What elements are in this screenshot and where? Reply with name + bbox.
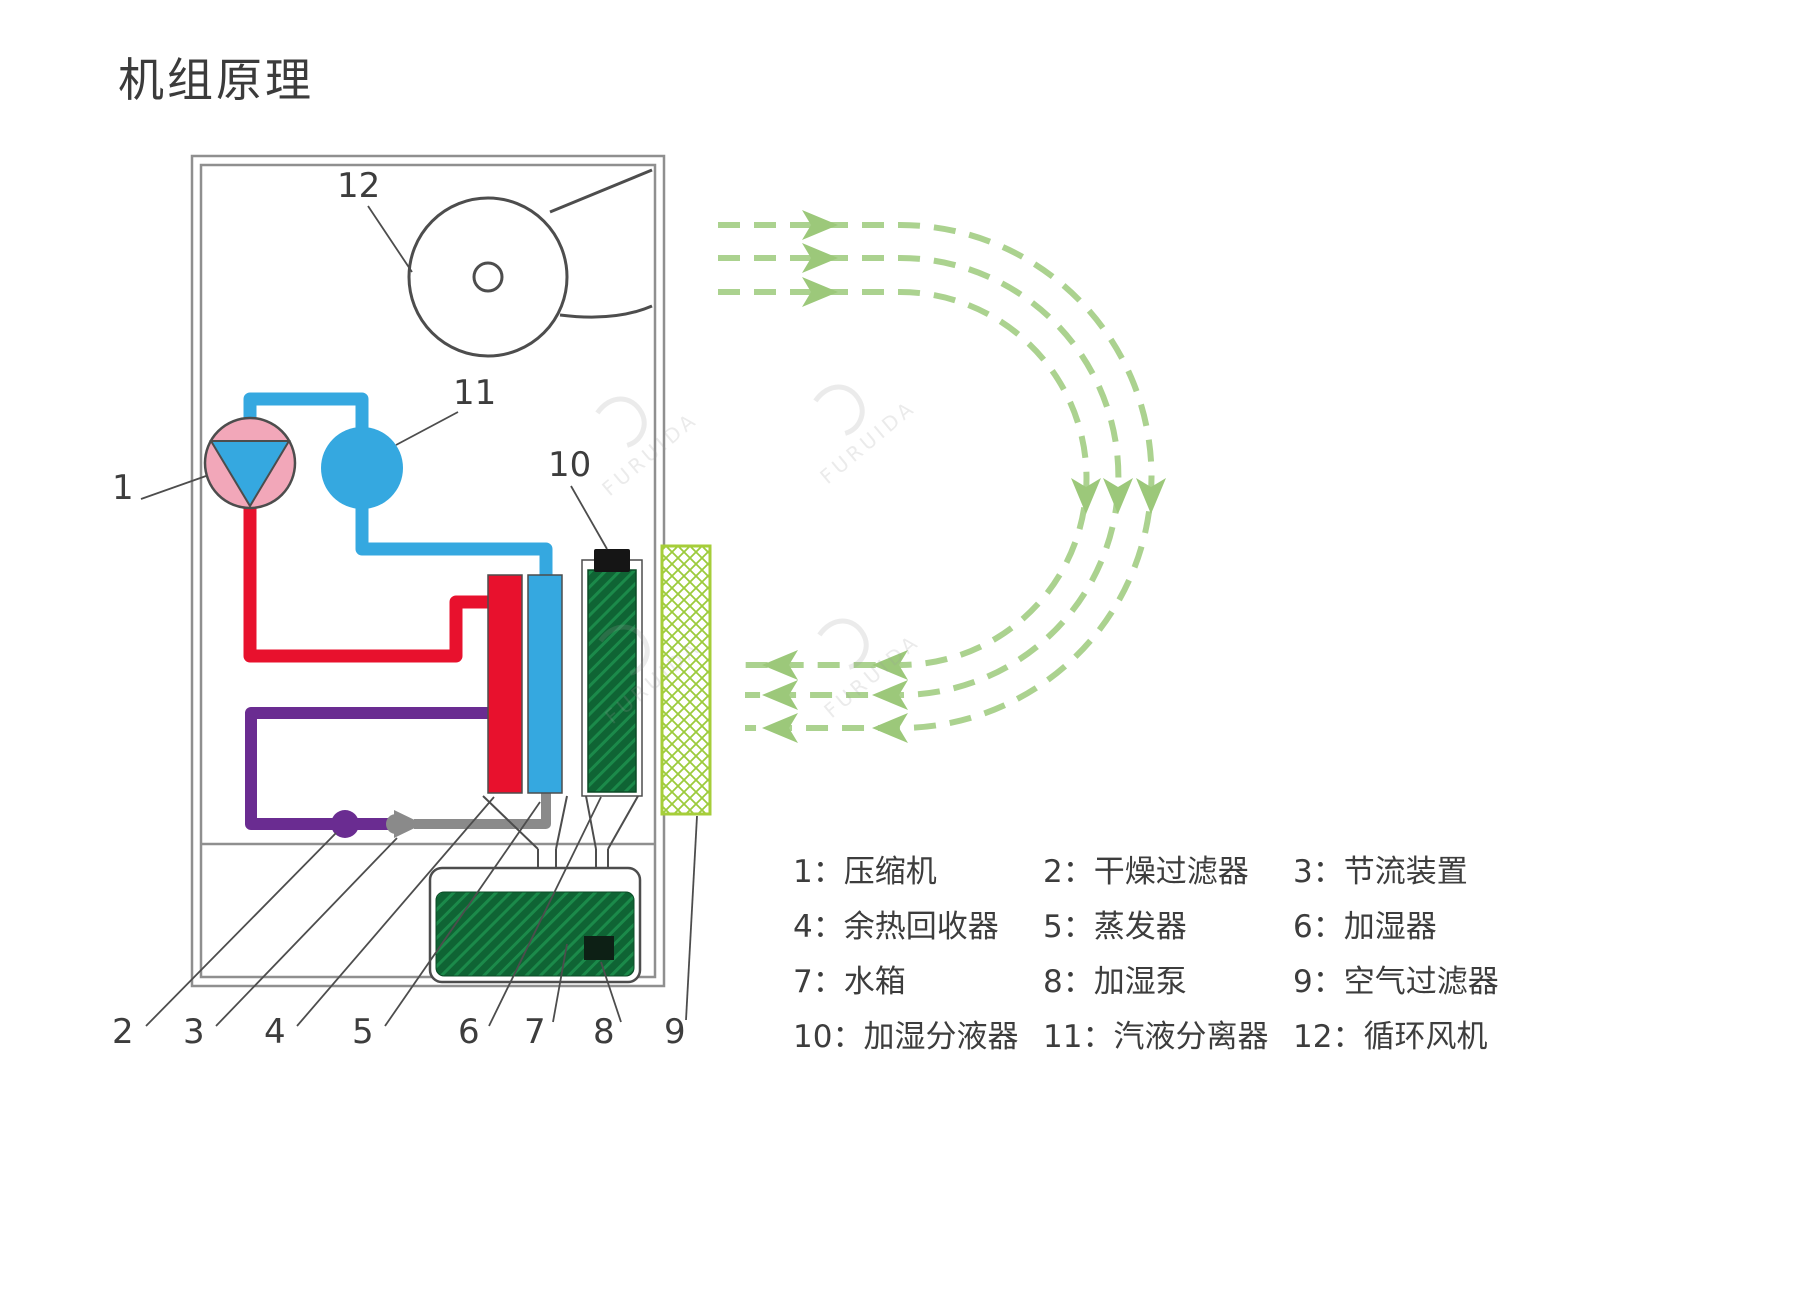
humidifier-pad <box>587 569 637 793</box>
legend-item-11: 11：汽液分离器 <box>1043 1019 1269 1055</box>
airflow-arrow-left-4 <box>872 650 908 680</box>
airflow-arrow-right-2 <box>802 243 838 273</box>
legend-item-8: 8：加湿泵 <box>1043 964 1187 1000</box>
callout-8: 8 <box>593 1012 615 1052</box>
legend: 1：压缩机 2：干燥过滤器 3：节流装置 4：余热回收器 5：蒸发器 6：加湿器… <box>793 856 1543 1053</box>
heat-recovery-coil <box>487 574 523 794</box>
airflow-arrow-left-3 <box>762 713 798 743</box>
leader-line-1 <box>140 475 207 500</box>
airflow-arc-outer <box>718 222 1155 731</box>
fan-outlet-bottom <box>559 304 653 319</box>
humidifier-distributor <box>594 549 630 572</box>
leader-line-8 <box>600 961 622 1023</box>
legend-item-3: 3：节流装置 <box>1293 854 1468 890</box>
leader-line-3 <box>215 837 398 1027</box>
legend-item-2: 2：干燥过滤器 <box>1043 854 1249 890</box>
leader-line-7 <box>552 943 568 1023</box>
callout-4: 4 <box>264 1012 286 1052</box>
airflow-arrow-left-2 <box>762 680 798 710</box>
leader-line-12 <box>367 205 413 273</box>
airflow-arrow-down-3 <box>1071 478 1101 514</box>
compressor-symbol <box>209 440 291 508</box>
callout-7: 7 <box>524 1012 546 1052</box>
watermark-logo-icon <box>817 618 869 670</box>
air-filter <box>660 544 712 816</box>
gas-liquid-separator <box>321 427 403 509</box>
airflow-arrows <box>762 210 1166 743</box>
watermark-2: FURUIDA <box>813 384 921 489</box>
leader-line-9 <box>685 815 698 1021</box>
circulation-fan <box>407 168 653 358</box>
cabinet-inner-wall <box>199 163 657 979</box>
airflow-arrow-left-6 <box>872 713 908 743</box>
leader-line-11 <box>395 411 459 446</box>
legend-item-9: 9：空气过滤器 <box>1293 964 1499 1000</box>
suction-pipe-lower <box>355 485 553 580</box>
legend-item-10: 10：加湿分液器 <box>793 1019 1019 1055</box>
liquid-pipe <box>245 707 495 830</box>
airflow-arc-middle <box>718 255 1122 698</box>
fan-outlet-top <box>549 168 653 214</box>
water-tank <box>428 866 642 984</box>
watermark-logo-icon <box>598 624 650 676</box>
leader-line-2 <box>145 832 337 1027</box>
airflow-arrow-right-1 <box>802 210 838 240</box>
callout-1: 1 <box>112 468 134 508</box>
humidifier-pump <box>584 936 614 960</box>
callout-11: 11 <box>453 373 497 413</box>
page-title: 机组原理 <box>118 53 314 107</box>
leader-line-4 <box>296 796 495 1027</box>
capillary-pipe <box>414 793 551 829</box>
drain-funnels <box>482 795 639 868</box>
dry-filter <box>331 810 359 838</box>
evaporator-coil <box>527 574 563 794</box>
airflow-arrow-down-1 <box>1136 478 1166 514</box>
legend-item-4: 4：余热回收器 <box>793 909 999 945</box>
callout-9: 9 <box>664 1012 686 1052</box>
tank-water <box>435 891 635 977</box>
drain-funnel-coils <box>482 795 568 868</box>
discharge-pipe <box>243 480 495 663</box>
callout-6: 6 <box>458 1012 480 1052</box>
airflow-arrow-left-1 <box>762 650 798 680</box>
watermark-logo-icon <box>595 396 647 448</box>
leader-line-6 <box>488 796 602 1027</box>
compressor <box>203 416 297 510</box>
airflow-arrow-right-3 <box>802 277 838 307</box>
callout-12: 12 <box>337 166 381 206</box>
legend-item-7: 7：水箱 <box>793 964 906 1000</box>
legend-item-1: 1：压缩机 <box>793 854 937 890</box>
callout-3: 3 <box>183 1012 205 1052</box>
callout-10: 10 <box>548 445 592 485</box>
callout-2: 2 <box>112 1012 134 1052</box>
leader-lines <box>140 205 698 1027</box>
callout-5: 5 <box>352 1012 374 1052</box>
watermark-text: FURUIDA <box>819 629 924 723</box>
watermark-logo-icon <box>813 384 865 436</box>
watermark-text: FURUIDA <box>597 407 702 501</box>
throttle-device <box>386 810 423 838</box>
airflow-arc-inner <box>718 289 1090 668</box>
legend-item-12: 12：循环风机 <box>1293 1019 1488 1055</box>
legend-item-5: 5：蒸发器 <box>1043 909 1187 945</box>
airflow-arrow-down-2 <box>1103 478 1133 514</box>
watermark-4: FURUIDA <box>817 618 925 723</box>
fan-hub <box>472 261 504 293</box>
watermark-text: FURUIDA <box>815 395 920 489</box>
throttle-cone <box>394 810 423 838</box>
leader-line-10 <box>570 485 608 550</box>
legend-item-6: 6：加湿器 <box>1293 909 1437 945</box>
leader-line-5 <box>384 801 541 1027</box>
drain-funnel-humidifier <box>585 795 639 868</box>
airflow-arrow-left-5 <box>872 680 908 710</box>
airflow-loop <box>718 222 1155 731</box>
